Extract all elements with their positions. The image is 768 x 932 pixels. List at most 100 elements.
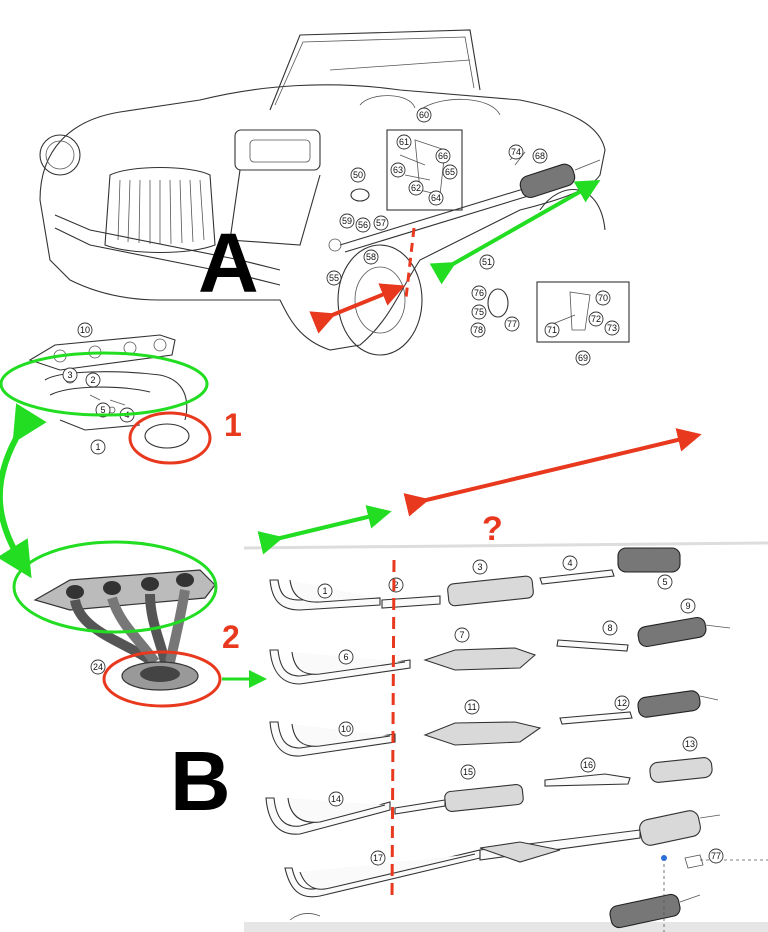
part-callout: 61 [396,134,412,150]
part-number: 3 [477,562,482,572]
exhaust-pipe-a [339,159,601,253]
red-dashed-line-a [404,227,416,299]
callout-circle [602,620,618,636]
part-number: 74 [511,147,521,157]
part-number: 7 [459,630,464,640]
part-number: 71 [547,325,557,335]
part-number: 64 [431,193,441,203]
callout-circle [454,627,470,643]
part-callout: 57 [373,215,389,231]
part-callout: 56 [355,217,371,233]
callout-circle [390,162,406,178]
callout-circle [471,304,487,320]
part-callout: 70 [595,290,611,306]
part-callout: 13 [682,736,698,752]
part-number: 69 [578,353,588,363]
callout-circle [682,736,698,752]
section-label-a: A [198,216,259,310]
part-number: 75 [474,307,484,317]
part-callout: 10 [77,322,93,338]
part-callout: 12 [614,695,630,711]
part-callout: 7 [454,627,470,643]
callout-circle [370,850,386,866]
tubular-header [33,569,216,691]
callout-circle [435,148,451,164]
callout-circle [338,649,354,665]
part-callout: 64 [428,190,444,206]
callout-circle [416,107,432,123]
red-ellipse-header-outlet [102,650,222,708]
callout-circle [562,555,578,571]
part-callout: 68 [532,148,548,164]
callout-circle [614,695,630,711]
part-number: 59 [342,216,352,226]
green-arrow-rear-exhaust [429,180,601,285]
part-number: 2 [393,580,398,590]
part-callout: 73 [604,320,620,336]
part-number: 78 [473,325,483,335]
part-number: 56 [358,220,368,230]
exhaust-row-3 [269,690,719,757]
part-number: 1 [95,442,100,452]
green-ellipse-manifold [0,351,209,417]
question-mark: ? [482,510,503,548]
part-number: 3 [67,370,72,380]
part-number: 10 [80,325,90,335]
part-callout: 60 [416,107,432,123]
part-number: 60 [419,110,429,120]
part-callout: 8 [602,620,618,636]
part-callout: 63 [390,162,406,178]
annotations [0,227,416,901]
callout-circle [373,215,389,231]
callout-circle [472,559,488,575]
part-callout: 10 [338,721,354,737]
marker-label-2: 2 [222,619,240,655]
callout-circle [508,144,524,160]
part-number: 8 [607,623,612,633]
callout-circle [460,764,476,780]
part-callout: 5 [657,574,673,590]
part-number: 70 [598,293,608,303]
part-callout: 65 [442,164,458,180]
green-arrow-catalog [257,505,392,555]
part-number: 1 [322,586,327,596]
callout-circle [504,316,520,332]
part-number: 72 [591,314,601,324]
callout-circle [85,372,101,388]
part-callout: 50 [350,167,366,183]
exhaust-row-4 [265,757,713,835]
callout-circle [350,167,366,183]
callout-circle [532,148,548,164]
green-ellipse-header [12,540,218,634]
callout-circle [62,367,78,383]
part-number: 50 [353,170,363,180]
callout-circle [339,213,355,229]
exhaust-row-1 [269,547,681,611]
part-number: 63 [393,165,403,175]
part-number: 5 [662,577,667,587]
exhaust-row-5 [284,810,721,898]
part-number: 62 [411,183,421,193]
callout-circle [595,290,611,306]
part-callout: 76 [471,285,487,301]
part-number: 55 [329,273,339,283]
part-callout: 14 [328,791,344,807]
part-callout: 2 [388,577,404,593]
part-callout: 16 [580,757,596,773]
part-callout: 71 [544,322,560,338]
callout-circle [708,848,724,864]
part-callout: 69 [575,350,591,366]
callout-circle [317,583,333,599]
marker-label-1: 1 [224,407,242,443]
part-number: 57 [376,218,386,228]
part-callout: 58 [363,249,379,265]
red-ellipse-manifold-outlet [128,411,212,465]
part-number: 10 [341,724,351,734]
callout-circle [680,598,696,614]
part-number: 9 [685,601,690,611]
part-number: 2 [90,375,95,385]
part-number: 14 [331,794,341,804]
part-number: 65 [445,167,455,177]
